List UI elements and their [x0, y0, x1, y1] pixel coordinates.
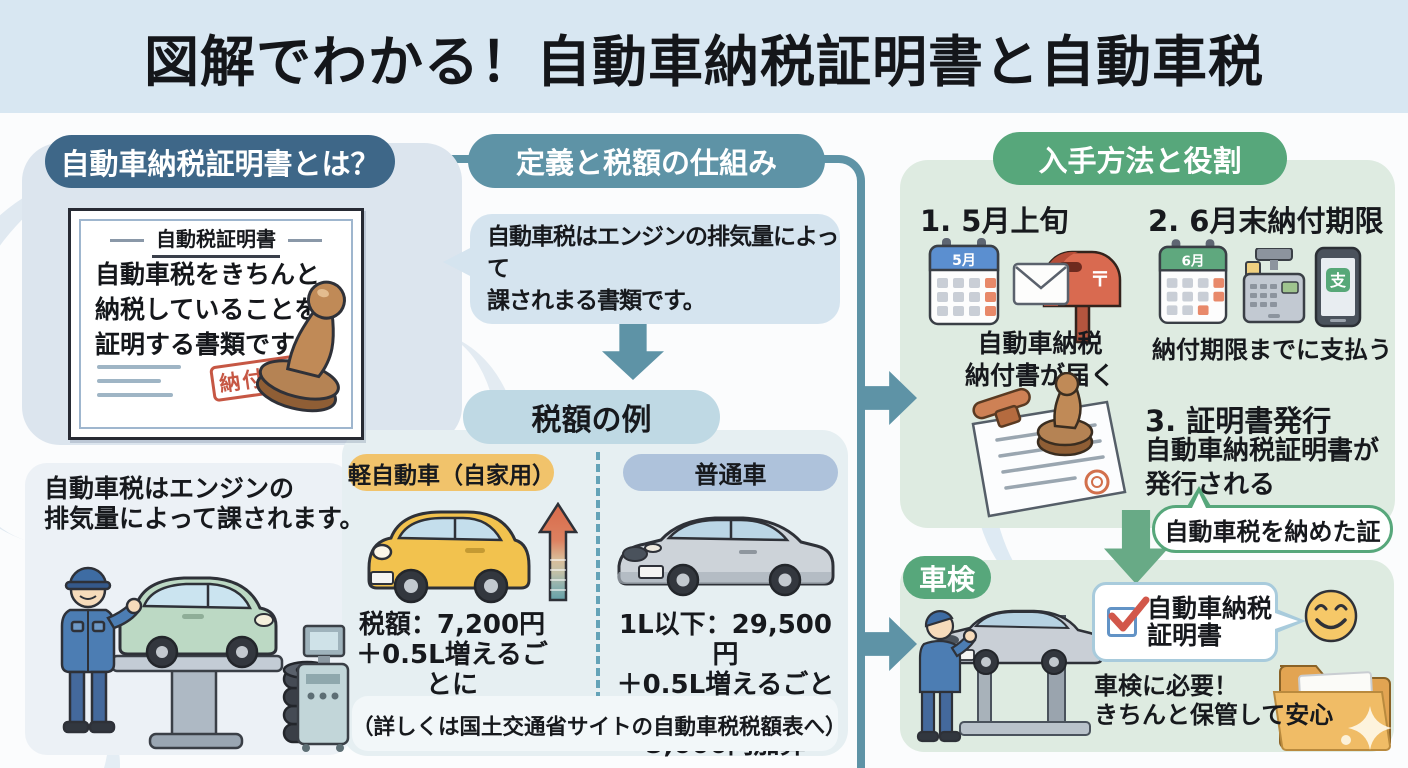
certificate-check-bubble: 自動車納税 証明書 — [1092, 582, 1278, 662]
shaken-badge: 車検 — [903, 556, 991, 599]
kei-car-illustration — [367, 510, 531, 604]
certificate-body-text: 自動車税をきちんと 納税していることを 証明する書類です。 — [95, 260, 321, 359]
tax-table-note: （詳しくは国土交通省サイトの自動車税税額表へ） — [352, 715, 847, 740]
tax-increase-arrow-icon — [538, 502, 578, 602]
step2-heading: 2. 6月末納付期限 — [1148, 204, 1384, 238]
wooden-stamp-icon — [255, 280, 346, 413]
postal-mark: 〒 — [1090, 267, 1110, 291]
proof-bubble: 自動車税を納めた証 — [1152, 505, 1393, 553]
check-bubble-tail-inner — [1272, 612, 1298, 630]
tax-example-badge: 税額の例 — [463, 390, 720, 444]
title-bar: 図解でわかる！自動車納税証明書と自動車税 — [0, 0, 1408, 113]
stamped-document-illustration — [971, 372, 1127, 518]
red-checkmark-icon — [1108, 596, 1150, 632]
envelope-icon — [1012, 262, 1070, 306]
calendar-june-icon: 6月 — [1158, 239, 1228, 325]
regular-car-price: 1L以下：29,500円 ＋0.5L増えるごとに 5,000円加算 — [616, 610, 835, 760]
kei-car-badge: 軽自動車（自家用） — [348, 454, 555, 491]
mechanic-car-lift-illustration — [60, 566, 350, 752]
folder-icon — [1272, 665, 1392, 751]
step1-heading: 1. 5月上旬 — [920, 204, 1069, 238]
engine-tax-text: 自動車税はエンジンの 排気量によって課されます。 — [44, 474, 365, 533]
step1-caption: 自動車納税 納付書が届く — [964, 329, 1115, 390]
certificate-inner-frame — [79, 219, 353, 429]
cash-register-icon — [1242, 248, 1306, 324]
definition-badge: 定義と税額の仕組み — [468, 134, 825, 188]
flow-arrow-down-icon — [602, 320, 664, 380]
column-divider — [596, 452, 600, 712]
acquisition-badge: 入手方法と役割 — [993, 132, 1287, 185]
signature-line — [97, 365, 181, 369]
signature-line — [97, 393, 173, 397]
certificate-title: 自動税証明書 — [152, 223, 280, 258]
step2-caption: 納付期限までに支払う — [1152, 336, 1392, 364]
signature-line — [97, 379, 161, 383]
definition-bubble: 自動車税はエンジンの排気量によって 課されまる書類です。 — [470, 214, 840, 324]
proof-bubble-tail-inner — [1191, 493, 1207, 510]
checkbox-icon — [1107, 596, 1150, 637]
calendar-june-label: 6月 — [1181, 253, 1204, 269]
what-is-certificate-badge: 自動車納税証明書とは？ — [45, 135, 395, 188]
sedan-car-illustration — [617, 516, 835, 597]
regular-car-badge: 普通車 — [623, 454, 838, 491]
shaken-note: 車検に必要！ きちんと保管して安心 — [1094, 672, 1334, 729]
pay-app-mark: 支 — [1329, 271, 1347, 290]
decorative-dash — [288, 239, 322, 242]
check-bubble-text: 自動車納税 証明書 — [1147, 594, 1273, 650]
decorative-dash — [110, 239, 144, 242]
step3-heading: 3. 証明書発行 — [1145, 404, 1332, 438]
payment-phone-icon: 支 — [1314, 246, 1362, 328]
note-pill — [352, 696, 838, 751]
smiley-face-icon — [1304, 589, 1358, 643]
calendar-may-label: 5月 — [952, 253, 976, 269]
calendar-may-icon: 5月 — [928, 238, 1000, 326]
shaken-inspection-illustration — [916, 609, 1104, 743]
page-title: 図解でわかる！自動車納税証明書と自動車税 — [143, 29, 1264, 94]
speech-bubble-tail — [443, 247, 472, 277]
tax-certificate-document: 自動税証明書 自動車税をきちんと 納税していることを 証明する書類です。 納付済… — [68, 208, 364, 440]
step3-caption: 自動車納税証明書が 発行される — [1145, 436, 1380, 500]
